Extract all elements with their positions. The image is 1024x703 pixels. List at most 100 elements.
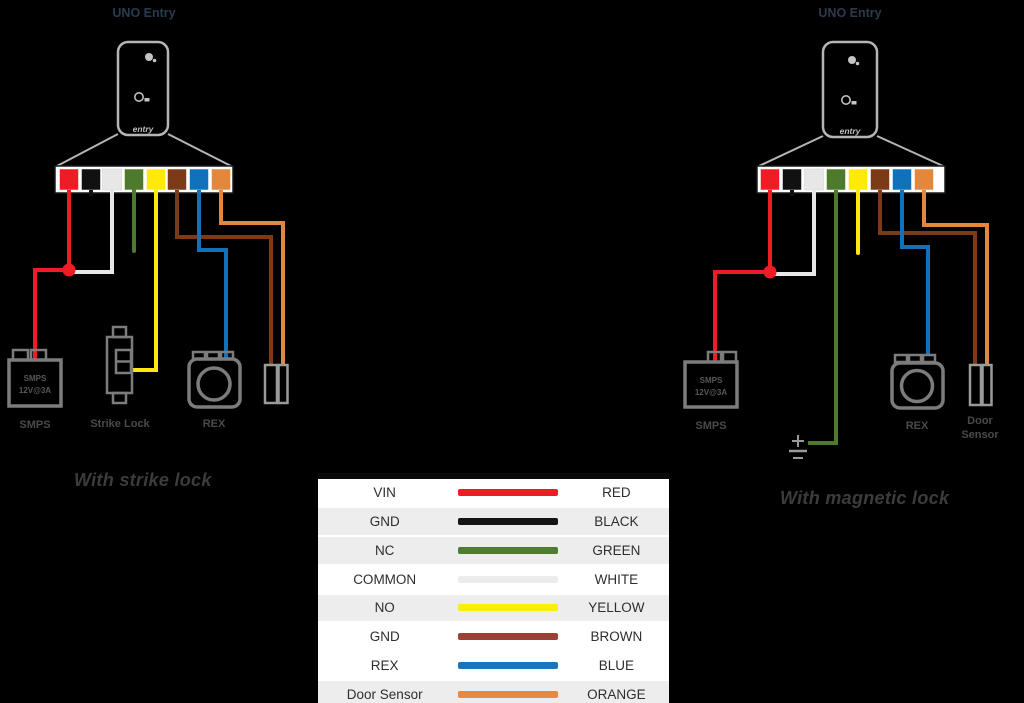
door-sensor: [263, 363, 289, 405]
wire-color-swatch-cell: [451, 691, 563, 699]
wire-color-swatch: [457, 575, 558, 583]
gnd2-wire: [878, 190, 977, 365]
legend-row: Door Sensor ORANGE: [318, 681, 669, 703]
wire-color-swatch: [457, 517, 558, 525]
device-wordmark: entry: [133, 124, 155, 134]
connector-fan: [758, 135, 944, 167]
wire-color-swatch-cell: [451, 633, 563, 641]
legend-row: GND BLACK: [318, 507, 669, 537]
wire-function-label: NC: [374, 542, 395, 558]
no-wire: [132, 190, 158, 372]
wire-function-label: NO: [374, 600, 395, 616]
wire-color-legend-table: VIN RED GND BLACK NC GREEN COMMON WHITE …: [318, 473, 669, 703]
wire-color-name: RED: [602, 484, 631, 500]
wire-color-name: WHITE: [594, 571, 639, 587]
legend-row: NO YELLOW: [318, 594, 669, 624]
magnetic-lock-terminal: [789, 435, 807, 459]
legend-row: COMMON WHITE: [318, 565, 669, 595]
connector-fan: [56, 133, 232, 167]
wire-color-name: YELLOW: [588, 600, 645, 616]
wire-color-swatch: [457, 662, 558, 670]
svg-text:SMPS: SMPS: [24, 374, 47, 383]
wire-function-label: VIN: [373, 484, 396, 500]
device-wordmark: entry: [840, 126, 862, 136]
gnd2-wire: [175, 190, 273, 365]
pin-gnd: [81, 168, 101, 191]
strike-lock: Strike Lock: [90, 325, 151, 430]
common-wire: [774, 190, 816, 276]
wire-color-name: GREEN: [592, 542, 641, 558]
wire-color-swatch: [457, 488, 558, 496]
pin-common: [102, 168, 122, 191]
pin-door-sensor: [914, 168, 934, 191]
led-indicator-icon: [145, 53, 157, 63]
uno-entry-device: entry: [821, 40, 879, 139]
wire-function-label: GND: [369, 513, 400, 529]
smps-box: SMPS 12V@3A SMPS: [7, 348, 63, 431]
pin-gnd2: [167, 168, 187, 191]
door-sensor-label: Sensor: [961, 429, 999, 441]
magnetic-lock-diagram: entry: [683, 40, 999, 459]
wire-color-swatch-cell: [451, 575, 563, 583]
rex-wire: [197, 190, 228, 358]
pin-nc: [124, 168, 144, 191]
wire-function-label: REX: [370, 658, 399, 674]
pin-door-sensor: [211, 168, 231, 191]
wire-color-swatch-cell: [451, 604, 563, 612]
strike-lock-diagram: entry SMPS: [7, 40, 289, 431]
keyhole-icon: [841, 95, 857, 106]
left-diagram-title: UNO Entry: [112, 6, 176, 20]
svg-text:SMPS: SMPS: [700, 376, 723, 385]
door-sensor-wire: [219, 190, 285, 365]
junction-dot: [763, 265, 777, 279]
right-caption: With magnetic lock: [780, 488, 950, 508]
smps-box: SMPS 12V@3A SMPS: [683, 350, 739, 432]
wire-function-label: Door Sensor: [346, 687, 423, 703]
pin-gnd2: [870, 168, 890, 191]
wire-color-swatch-cell: [451, 488, 563, 496]
vin-wire: [33, 190, 71, 361]
door-sensor-wire: [922, 190, 989, 365]
pin-gnd: [782, 168, 802, 191]
legend-row: GND BROWN: [318, 623, 669, 653]
keyhole-icon: [134, 92, 150, 103]
rex-label: REX: [906, 420, 929, 432]
wire-color-swatch: [457, 633, 558, 641]
nc-wire: [808, 190, 838, 445]
legend-row: REX BLUE: [318, 652, 669, 682]
wire-color-name: ORANGE: [587, 687, 646, 703]
smps-label: SMPS: [695, 420, 726, 432]
svg-text:12V@3A: 12V@3A: [695, 388, 727, 397]
plus-icon: [792, 435, 804, 447]
wire-color-swatch-cell: [451, 517, 563, 525]
rex-button: REX: [890, 353, 945, 432]
wire-function-label: GND: [369, 629, 400, 645]
led-indicator-icon: [848, 56, 860, 66]
pin-rex: [189, 168, 209, 191]
wire-color-name: BLACK: [594, 513, 639, 529]
wire-function-label: COMMON: [353, 571, 417, 587]
door-sensor: Door Sensor: [961, 363, 999, 441]
pin-nc: [826, 168, 846, 191]
pin-rex: [892, 168, 912, 191]
connector-strip: [756, 165, 946, 194]
svg-text:12V@3A: 12V@3A: [19, 386, 51, 395]
smps-label: SMPS: [19, 419, 50, 431]
wire-color-swatch-cell: [451, 662, 563, 670]
vin-wire: [713, 190, 772, 362]
wire-color-name: BROWN: [590, 629, 643, 645]
rex-label: REX: [203, 418, 226, 430]
junction-dot: [62, 263, 76, 277]
wire-color-swatch: [457, 546, 558, 554]
uno-entry-device: entry: [116, 40, 170, 137]
legend-row: NC GREEN: [318, 536, 669, 566]
wire-color-name: BLUE: [598, 658, 634, 674]
connector-strip: [54, 165, 234, 194]
wire-color-swatch: [457, 691, 558, 699]
pin-common: [804, 168, 824, 191]
left-caption: With strike lock: [74, 470, 212, 490]
legend-row: VIN RED: [318, 479, 669, 508]
pin-vin: [59, 168, 79, 191]
pin-no: [146, 168, 166, 191]
